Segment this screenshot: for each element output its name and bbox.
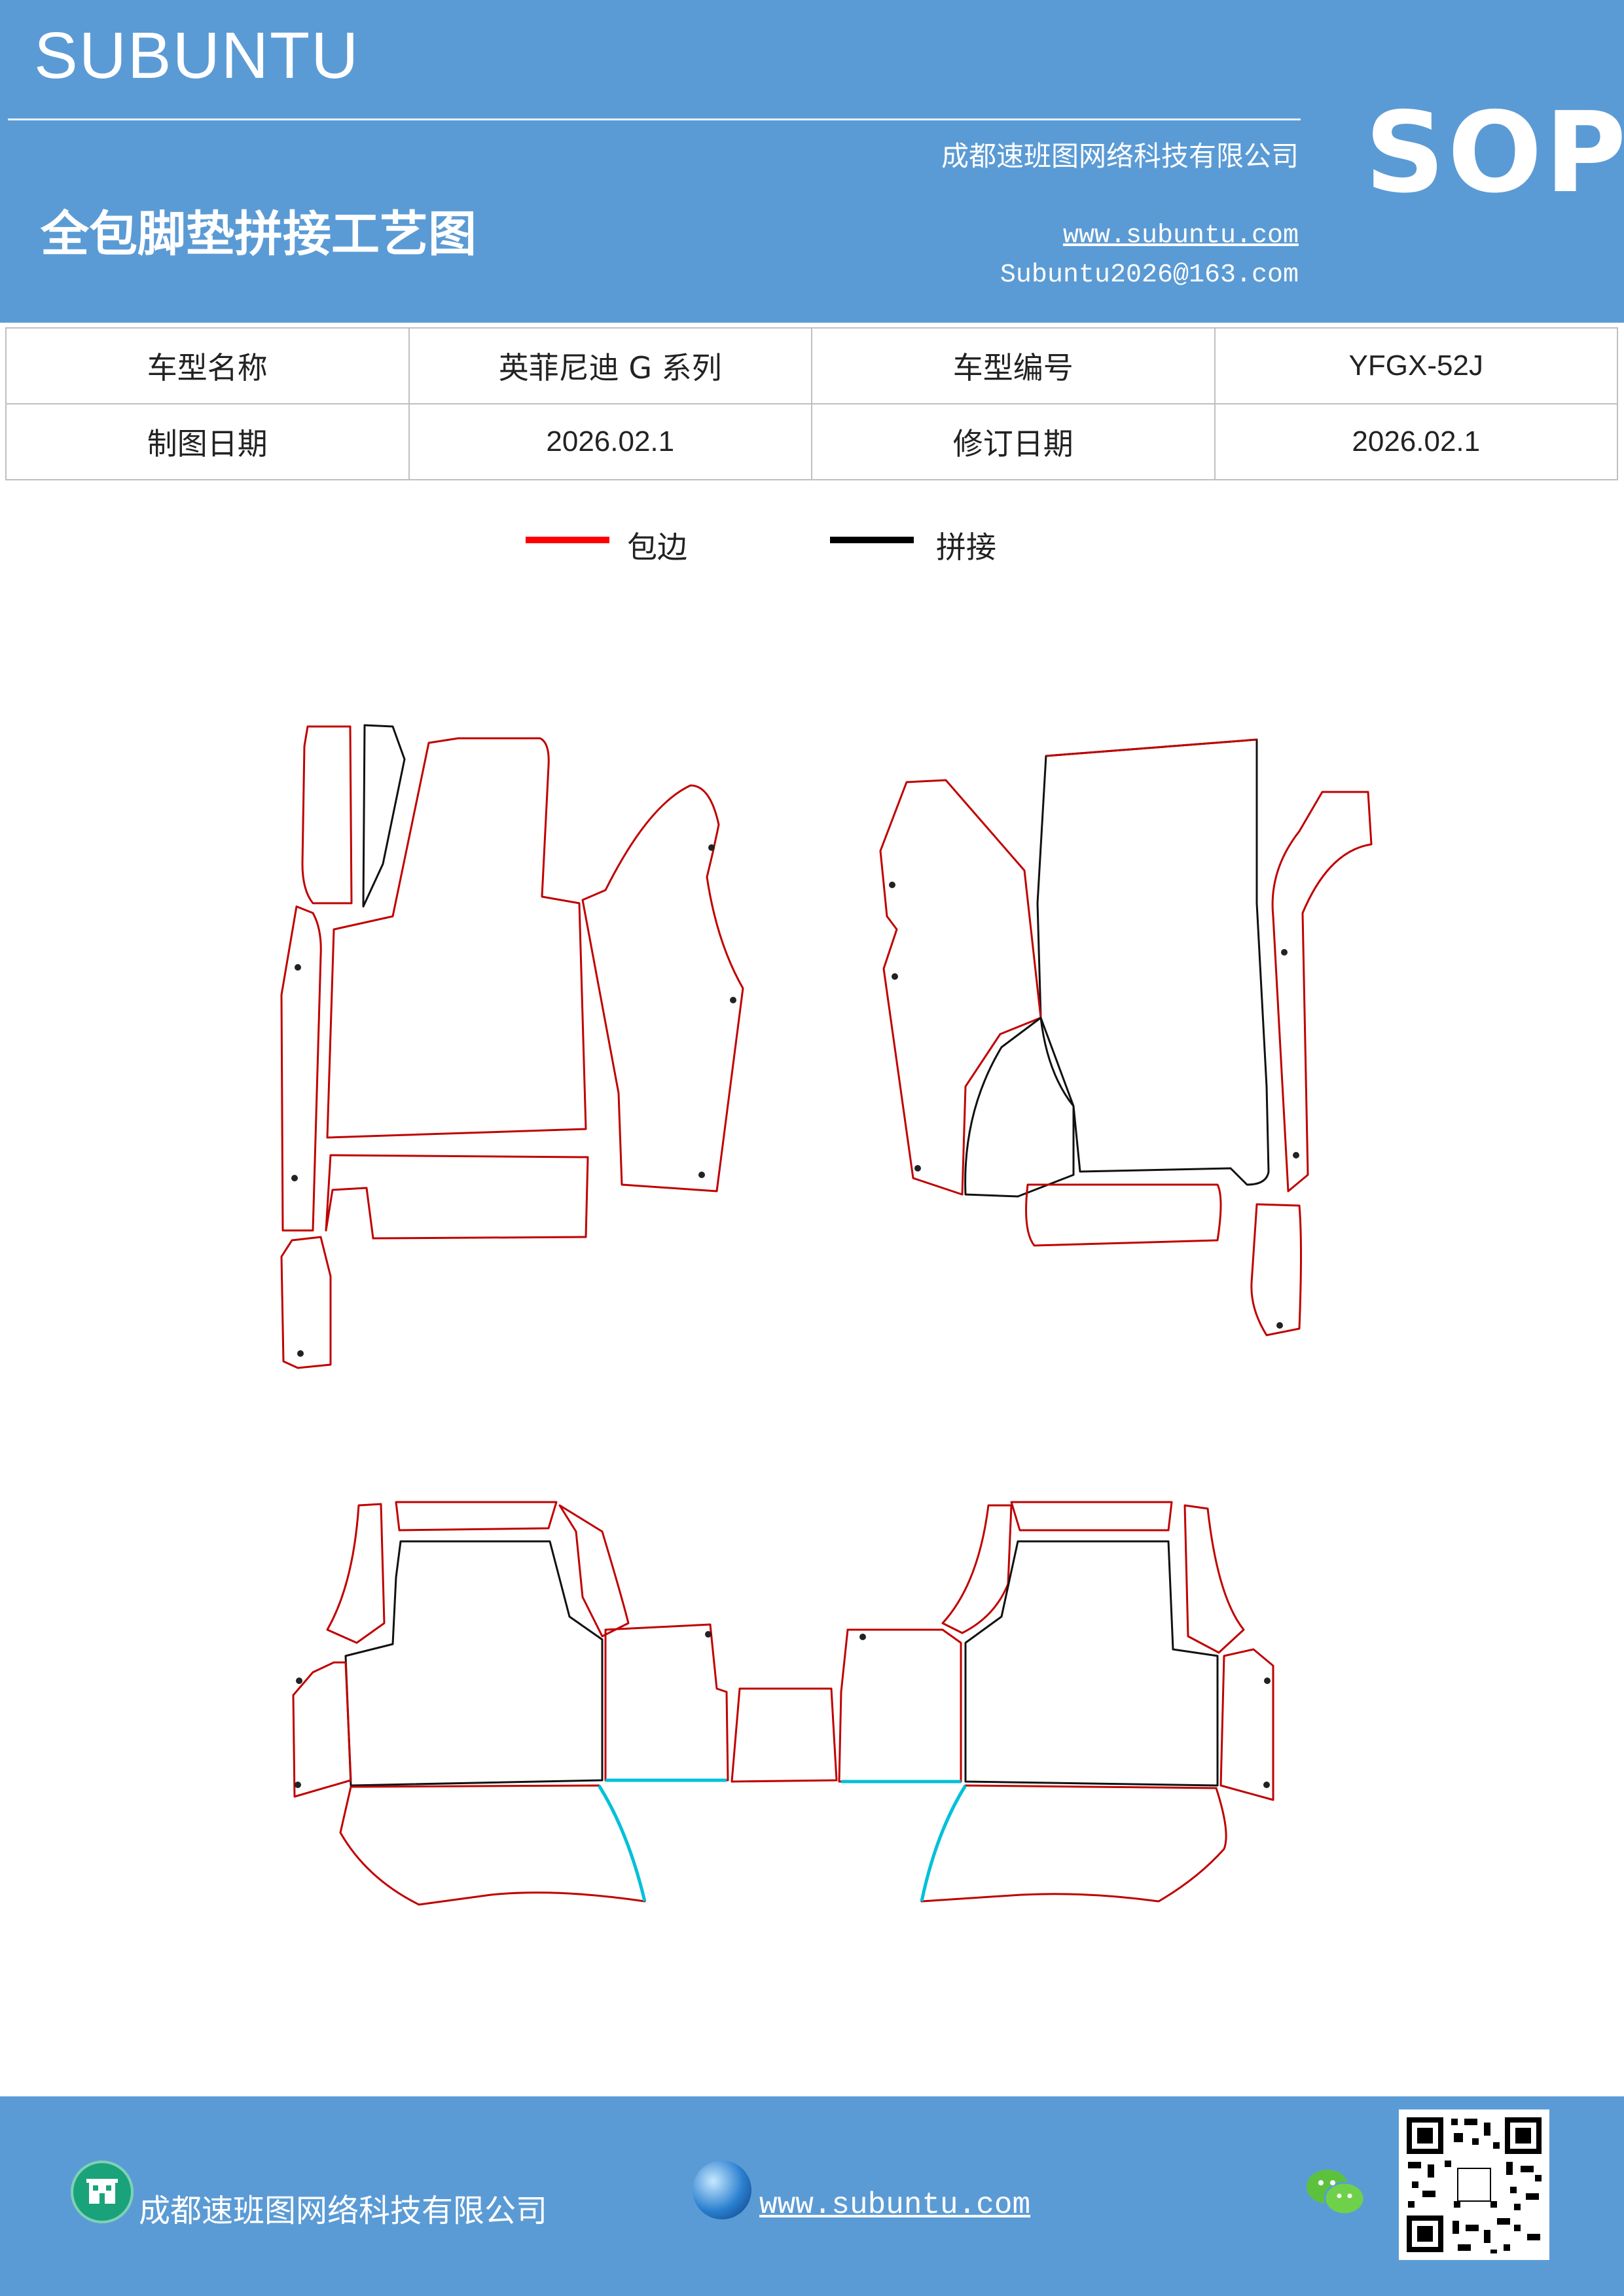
vehicle-info-table: 车型名称 英菲尼迪 G 系列 车型编号 YFGX-52J 制图日期 2026.0… (5, 327, 1618, 480)
front-right-bottom-panel (1025, 1183, 1222, 1247)
front-right-inner-curve (964, 1016, 1075, 1198)
rear-right-main (964, 1540, 1219, 1787)
rear-right-corner-1 (941, 1504, 1013, 1634)
rear-left-join (597, 1784, 647, 1902)
footer-banner: 成都速班图网络科技有限公司 www.subuntu.com (0, 2096, 1624, 2296)
legend-label-binding: 包边 (627, 529, 687, 565)
rear-left-main (344, 1540, 604, 1787)
hole (892, 973, 898, 980)
front-left-bottom-panel (325, 1154, 589, 1240)
footer-company-name: 成都速班图网络科技有限公司 (139, 2193, 548, 2229)
hole (1293, 1152, 1299, 1158)
value-draw-date: 2026.02.1 (408, 403, 812, 480)
legend-swatch-black (830, 537, 914, 543)
rear-left-corner-1 (326, 1503, 386, 1644)
front-left-side-panel (581, 784, 744, 1193)
hole (297, 1350, 304, 1357)
globe-icon (693, 2161, 751, 2219)
rear-center-left (604, 1623, 729, 1782)
hole (295, 1782, 301, 1788)
hole (914, 1165, 921, 1172)
front-left-strip-1 (301, 725, 353, 905)
front-right-foot-panel (1250, 1203, 1302, 1336)
table-row: 车型名称 英菲尼迪 G 系列 车型编号 YFGX-52J (5, 327, 1618, 404)
hole (698, 1172, 705, 1178)
hole (708, 844, 715, 851)
wechat-icon[interactable] (1304, 2166, 1367, 2218)
front-left-top-panel (326, 737, 587, 1139)
legend-swatch-red (526, 537, 609, 543)
hole (1263, 1782, 1270, 1788)
rear-right-bottom (920, 1784, 1227, 1903)
sop-label: SOP (1365, 88, 1624, 218)
front-right-mat (879, 738, 1373, 1336)
building-icon (71, 2161, 134, 2223)
qr-code[interactable] (1399, 2109, 1549, 2260)
value-vehicle-name: 英菲尼迪 G 系列 (408, 327, 812, 404)
rear-left-top-strip (395, 1501, 558, 1532)
front-left-foot-panel (280, 1236, 332, 1369)
front-right-main-panel (1036, 738, 1270, 1186)
rear-right-top-strip (1010, 1501, 1173, 1532)
hole (1264, 1677, 1271, 1684)
footer-website-link[interactable]: www.subuntu.com (759, 2188, 1031, 2222)
header-banner: SUBUNTU 成都速班图网络科技有限公司 全包脚垫拼接工艺图 www.subu… (0, 0, 1624, 323)
floor-mat-diagram (280, 724, 1373, 1906)
rear-right-side (1219, 1648, 1274, 1801)
hole (291, 1175, 298, 1181)
hole (1281, 949, 1288, 956)
company-name: 成都速班图网络科技有限公司 (941, 140, 1299, 172)
value-vehicle-code: YFGX-52J (1214, 327, 1618, 404)
front-left-side-strip (280, 905, 322, 1232)
header-divider (8, 118, 1301, 120)
label-revision-date: 修订日期 (811, 403, 1216, 480)
front-right-top-edge (1045, 738, 1257, 757)
front-right-left-panel (879, 779, 1042, 1196)
hole (859, 1634, 866, 1640)
front-right-side-strip (1271, 791, 1373, 1193)
hole (730, 997, 736, 1003)
brand-logo-text: SUBUNTU (34, 19, 360, 92)
hole (889, 882, 895, 888)
rear-left-bottom (339, 1784, 646, 1906)
rear-left-corner-2 (558, 1504, 630, 1638)
rear-center-right (838, 1628, 962, 1783)
rear-right-corner-2 (1183, 1504, 1245, 1654)
document-title: 全包脚垫拼接工艺图 (41, 206, 477, 262)
rear-left-side (292, 1661, 352, 1798)
website-link[interactable]: www.subuntu.com (1062, 221, 1299, 251)
hole (295, 964, 301, 971)
hole (296, 1677, 302, 1684)
legend-label-stitch: 拼接 (936, 529, 996, 565)
label-draw-date: 制图日期 (5, 403, 410, 480)
label-vehicle-code: 车型编号 (811, 327, 1216, 404)
table-row: 制图日期 2026.02.1 修订日期 2026.02.1 (5, 403, 1618, 480)
rear-mat (292, 1501, 1274, 1906)
value-revision-date: 2026.02.1 (1214, 403, 1618, 480)
rear-right-join (920, 1784, 967, 1902)
hole (1276, 1322, 1283, 1329)
email-address[interactable]: Subuntu2026@163.com (1000, 260, 1299, 290)
hole (705, 1631, 712, 1638)
front-left-mat (280, 724, 744, 1369)
label-vehicle-name: 车型名称 (5, 327, 410, 404)
rear-center (731, 1687, 838, 1783)
front-left-strip-2 (362, 724, 406, 908)
